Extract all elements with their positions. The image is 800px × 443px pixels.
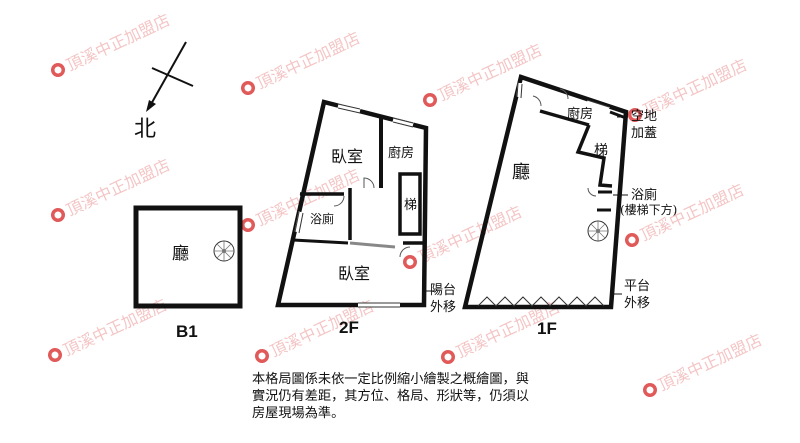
1f-folding-door-icon <box>477 296 605 307</box>
floor-1f: 廚房 梯 廳 空地 加蓋 浴廁 (樓梯下方) 平台 外移 1F <box>462 74 677 338</box>
1f-window-kitchen <box>586 100 610 111</box>
1f-window-top-left <box>516 82 523 99</box>
floor-b1: 廳 B1 <box>133 205 243 341</box>
b1-spiral-stair-icon <box>213 240 235 262</box>
2f-balcony-note-line2: 外移 <box>430 300 456 315</box>
compass-north-arrow <box>149 41 187 107</box>
2f-wall-bath-bottom <box>292 238 349 245</box>
1f-floor-label: 1F <box>537 319 557 338</box>
2f-door-lower-icon <box>399 246 411 258</box>
1f-open-space-note-line2: 加蓋 <box>631 126 657 141</box>
watermark-text: 頂溪中正加盟店 <box>655 330 765 395</box>
2f-stair-well <box>398 172 422 236</box>
1f-open-space-note-line1: 空地 <box>631 109 657 124</box>
disclaimer-note: 本格局圖係未依一定比例縮小繪製之概繪圖，與 實況仍有差距，其方位、格局、形狀等，… <box>252 371 582 422</box>
2f-outer-walls <box>275 99 429 308</box>
2f-floor-label: 2F <box>339 318 359 337</box>
b1-hall-label: 廳 <box>172 244 189 264</box>
1f-bath-note-line2: (樓梯下方) <box>620 202 677 217</box>
b1-walls <box>133 205 243 309</box>
2f-window-top-left <box>337 103 361 114</box>
compass: 北 <box>134 41 194 142</box>
2f-window-bottom <box>358 302 400 308</box>
compass-north-label: 北 <box>134 117 156 142</box>
2f-window-left <box>294 211 304 234</box>
1f-stair-walls <box>575 124 613 188</box>
watermark-text: 頂溪中正加盟店 <box>63 10 173 75</box>
2f-door-bedroom-icon <box>363 177 375 189</box>
2f-door-bath-icon <box>333 195 345 207</box>
1f-platform-note-line2: 外移 <box>624 296 650 311</box>
2f-bathroom-label: 浴廁 <box>310 211 334 226</box>
1f-stairs-label: 梯 <box>594 143 608 159</box>
compass-cross-line <box>151 67 194 87</box>
1f-hall-label: 廳 <box>512 162 530 183</box>
1f-outer-walls <box>462 74 629 310</box>
2f-bedroom-bottom-label: 臥室 <box>338 264 370 283</box>
1f-kitchen-label: 廚房 <box>567 106 593 122</box>
1f-wall-kitchen-bottom <box>539 109 590 127</box>
2f-bedroom-top-label: 臥室 <box>331 147 363 166</box>
compass-arrow-head-icon <box>146 100 156 112</box>
1f-bath-door-icon <box>587 187 597 197</box>
b1-floor-label: B1 <box>176 322 198 341</box>
1f-door-left-icon <box>532 95 542 107</box>
floor-2f: 臥室 廚房 梯 浴廁 臥室 陽台 外移 2F <box>275 99 456 337</box>
2f-wall-bedroom-divider <box>349 241 396 249</box>
disclaimer-line-3: 房屋現場為準。 <box>252 406 345 421</box>
watermark-text: 頂溪中正加盟店 <box>253 28 363 93</box>
1f-bath-note-line1: 浴廁 <box>631 187 657 203</box>
1f-spiral-stair-icon <box>587 220 609 242</box>
1f-window-kitchen-line <box>586 99 610 108</box>
disclaimer-line-1: 本格局圖係未依一定比例縮小繪製之概繪圖，與 <box>252 372 529 387</box>
2f-stairs-label: 梯 <box>404 198 417 213</box>
2f-window-top-right <box>392 117 414 128</box>
2f-kitchen-label: 廚房 <box>388 145 414 161</box>
1f-door-top-icon <box>559 88 569 100</box>
disclaimer-line-2: 實況仍有差距，其方位、格局、形狀等，仍須以 <box>252 389 529 404</box>
watermark-text: 頂溪中正加盟店 <box>415 202 525 267</box>
watermark-text: 頂溪中正加盟店 <box>435 40 545 105</box>
1f-platform-note-line1: 平台 <box>624 279 650 294</box>
2f-balcony-note-line1: 陽台 <box>430 283 456 298</box>
